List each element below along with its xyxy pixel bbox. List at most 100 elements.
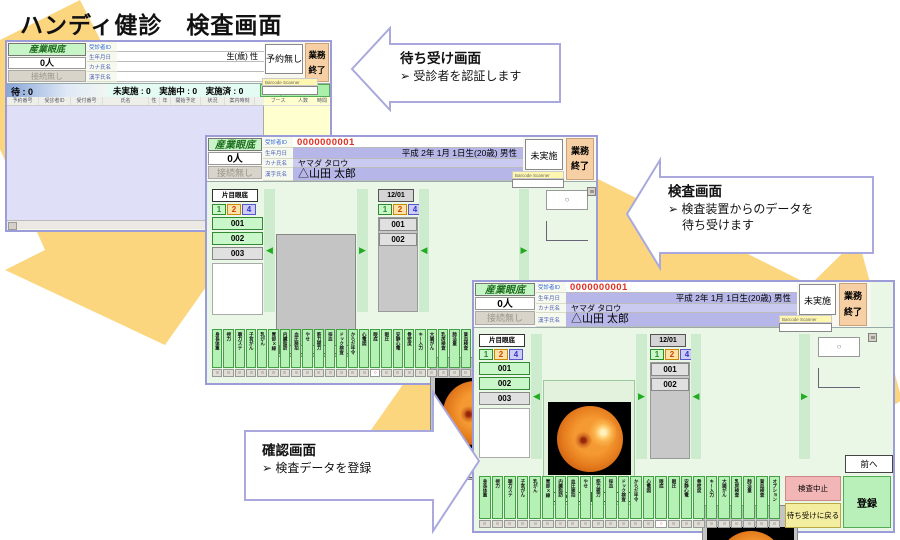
exam-item-checkbox[interactable]	[336, 369, 347, 377]
exam-item-checkbox[interactable]	[257, 369, 268, 377]
kanji-name-field[interactable]	[117, 72, 264, 82]
exam-item-button[interactable]: 貧血検査	[460, 329, 471, 368]
exam-item-button[interactable]: 身長体重	[212, 329, 223, 368]
exam-item-button[interactable]: 乳房検査	[730, 476, 743, 519]
tab-1[interactable]: 1	[650, 349, 664, 360]
exam-item-button[interactable]: 心電図	[358, 329, 370, 368]
exam-item-checkbox[interactable]	[541, 520, 554, 528]
end-work-button[interactable]: 業務終了	[305, 43, 329, 82]
exam-item-button[interactable]: 眼底	[370, 329, 381, 368]
exam-item-checkbox[interactable]	[554, 520, 567, 528]
exam-item-checkbox[interactable]: ○	[370, 369, 381, 377]
image-row-002[interactable]: 002	[379, 233, 417, 246]
right-viewer-next-arrow[interactable]: ▶	[799, 334, 810, 459]
exam-item-checkbox[interactable]	[743, 520, 756, 528]
exam-item-checkbox[interactable]	[223, 369, 234, 377]
barcode-input[interactable]	[779, 323, 832, 332]
back-to-standby-button[interactable]: 待ち受けに戻る	[785, 503, 841, 528]
tab-2[interactable]: 2	[494, 349, 508, 360]
image-row-002[interactable]: 002	[212, 232, 263, 245]
exam-item-checkbox[interactable]	[756, 520, 768, 528]
exam-item-checkbox[interactable]	[768, 520, 781, 528]
left-viewer-next-arrow[interactable]: ▶	[636, 334, 647, 459]
exam-item-button[interactable]: 血圧脈拍	[567, 476, 579, 519]
end-work-button[interactable]: 業務終了	[566, 138, 594, 180]
exam-item-checkbox[interactable]	[268, 369, 279, 377]
tab-2[interactable]: 2	[665, 349, 679, 360]
exam-item-button[interactable]: 血圧脈拍	[291, 329, 302, 368]
exam-item-checkbox[interactable]	[234, 369, 245, 377]
no-reservation-button[interactable]: 予約無し	[265, 44, 303, 74]
exam-item-button[interactable]: 大腸がん	[426, 329, 437, 368]
tab-1[interactable]: 1	[378, 204, 392, 215]
exam-item-button[interactable]: 貧血検査	[756, 476, 768, 519]
image-row-003[interactable]: 003	[212, 247, 263, 260]
patient-id-field[interactable]	[117, 42, 264, 52]
exam-item-checkbox[interactable]	[730, 520, 743, 528]
image-row-001[interactable]: 001	[379, 218, 417, 231]
exam-item-button[interactable]: やせ	[302, 329, 313, 368]
image-row-001[interactable]: 001	[651, 363, 689, 376]
tab-1[interactable]: 1	[212, 204, 226, 215]
barcode-input[interactable]	[262, 86, 318, 95]
exam-item-button[interactable]: 視力	[223, 329, 234, 368]
exam-item-button[interactable]: 筋力握力	[592, 476, 604, 519]
exam-item-checkbox[interactable]	[529, 520, 541, 528]
exam-item-button[interactable]: 眼圧	[667, 476, 680, 519]
exam-item-button[interactable]: オプション	[768, 476, 781, 519]
exam-item-button[interactable]: 大腸がん	[718, 476, 730, 519]
exam-item-button[interactable]: 肺活量	[743, 476, 756, 519]
left-viewer-next-arrow[interactable]: ▶	[357, 189, 368, 312]
exam-item-button[interactable]: 肺活量	[449, 329, 460, 368]
exam-item-button[interactable]: ドック検査	[617, 476, 630, 519]
left-viewer-prev-arrow[interactable]: ◀	[264, 189, 275, 312]
exam-item-button[interactable]: 胃部X線	[541, 476, 554, 519]
exam-item-button[interactable]: 内臓脂肪	[279, 329, 291, 368]
exam-item-button[interactable]: 乳房検査	[437, 329, 449, 368]
exam-item-checkbox[interactable]	[426, 369, 437, 377]
exam-item-checkbox[interactable]	[449, 369, 460, 377]
exam-item-checkbox[interactable]	[437, 369, 449, 377]
exam-item-checkbox[interactable]	[415, 369, 426, 377]
exam-item-checkbox[interactable]	[579, 520, 592, 528]
maximize-icon[interactable]	[587, 187, 596, 196]
exam-item-checkbox[interactable]	[404, 369, 415, 377]
exam-item-checkbox[interactable]	[279, 369, 291, 377]
image-row-002[interactable]: 002	[479, 377, 530, 390]
exam-item-checkbox[interactable]	[491, 520, 504, 528]
exam-item-checkbox[interactable]	[504, 520, 516, 528]
exam-item-checkbox[interactable]	[604, 520, 617, 528]
exam-item-button[interactable]: 内臓脂肪	[554, 476, 567, 519]
exam-item-button[interactable]: からだ年令	[630, 476, 642, 519]
exam-item-checkbox[interactable]	[291, 369, 302, 377]
kana-name-field[interactable]	[117, 62, 264, 72]
left-viewer-prev-arrow[interactable]: ◀	[531, 334, 542, 459]
exam-item-checkbox[interactable]	[302, 369, 313, 377]
exam-item-button[interactable]: 眼底	[655, 476, 667, 519]
exam-item-checkbox[interactable]	[718, 520, 730, 528]
result-circle-box[interactable]: ○	[546, 190, 588, 210]
exam-item-checkbox[interactable]	[460, 369, 471, 377]
image-row-002[interactable]: 002	[651, 378, 689, 391]
exam-item-checkbox[interactable]	[693, 520, 705, 528]
exam-item-checkbox[interactable]	[381, 369, 392, 377]
exam-item-button[interactable]: 胃部X線	[268, 329, 279, 368]
exam-item-button[interactable]: 骨密度	[404, 329, 415, 368]
exam-item-checkbox[interactable]	[642, 520, 655, 528]
exam-item-checkbox[interactable]	[358, 369, 370, 377]
exam-item-checkbox[interactable]	[567, 520, 579, 528]
exam-item-checkbox[interactable]	[324, 369, 336, 377]
exam-item-button[interactable]: 子宮がん	[245, 329, 257, 368]
exam-item-button[interactable]: 子宮がん	[516, 476, 529, 519]
exam-item-checkbox[interactable]	[212, 369, 223, 377]
tab-4[interactable]: 4	[509, 349, 523, 360]
exam-item-button[interactable]: 乳がん	[529, 476, 541, 519]
exam-item-button[interactable]: 乳がん	[257, 329, 268, 368]
cancel-exam-button[interactable]: 検査中止	[785, 476, 841, 501]
tab-4[interactable]: 4	[242, 204, 256, 215]
exam-item-checkbox[interactable]	[516, 520, 529, 528]
image-row-001[interactable]: 001	[479, 362, 530, 375]
exam-item-button[interactable]: 筋力握力	[313, 329, 324, 368]
exam-item-button[interactable]: 身長体重	[479, 476, 491, 519]
exam-item-checkbox[interactable]	[680, 520, 693, 528]
